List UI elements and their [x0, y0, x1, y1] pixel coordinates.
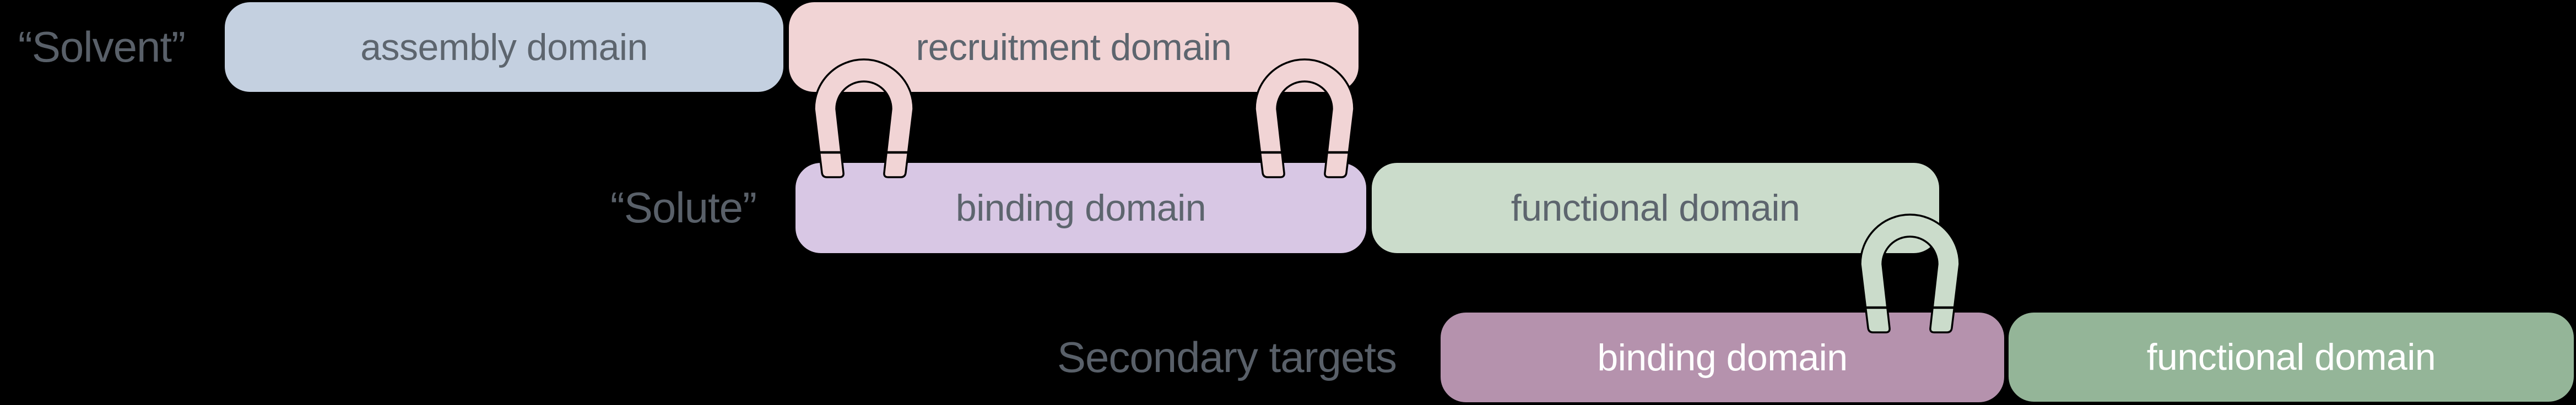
target-functional-domain-label: functional domain: [2146, 336, 2436, 378]
magnet-body: [813, 58, 914, 178]
target-binding-domain-box: binding domain: [1441, 313, 2004, 402]
row-label-secondary-targets: Secondary targets: [1057, 333, 1397, 381]
solute-functional-domain-box: functional domain: [1372, 163, 1939, 253]
solute-binding-domain-label: binding domain: [955, 187, 1206, 229]
row-label-solute: “Solute”: [610, 183, 757, 232]
assembly-domain-box: assembly domain: [225, 2, 783, 92]
assembly-domain-label: assembly domain: [360, 26, 648, 68]
magnet-body: [1254, 58, 1355, 178]
target-binding-domain-label: binding domain: [1597, 336, 1848, 379]
recruitment-domain-label: recruitment domain: [916, 26, 1232, 68]
functional-magnet-icon: [1859, 214, 1961, 333]
solute-functional-domain-label: functional domain: [1511, 187, 1800, 229]
row-label-solvent: “Solvent”: [18, 23, 186, 71]
target-functional-domain-box: functional domain: [2009, 313, 2574, 402]
recruitment-magnet-left-icon: [813, 58, 914, 178]
recruitment-magnet-right-icon: [1254, 58, 1355, 178]
magnet-body: [1859, 214, 1961, 333]
